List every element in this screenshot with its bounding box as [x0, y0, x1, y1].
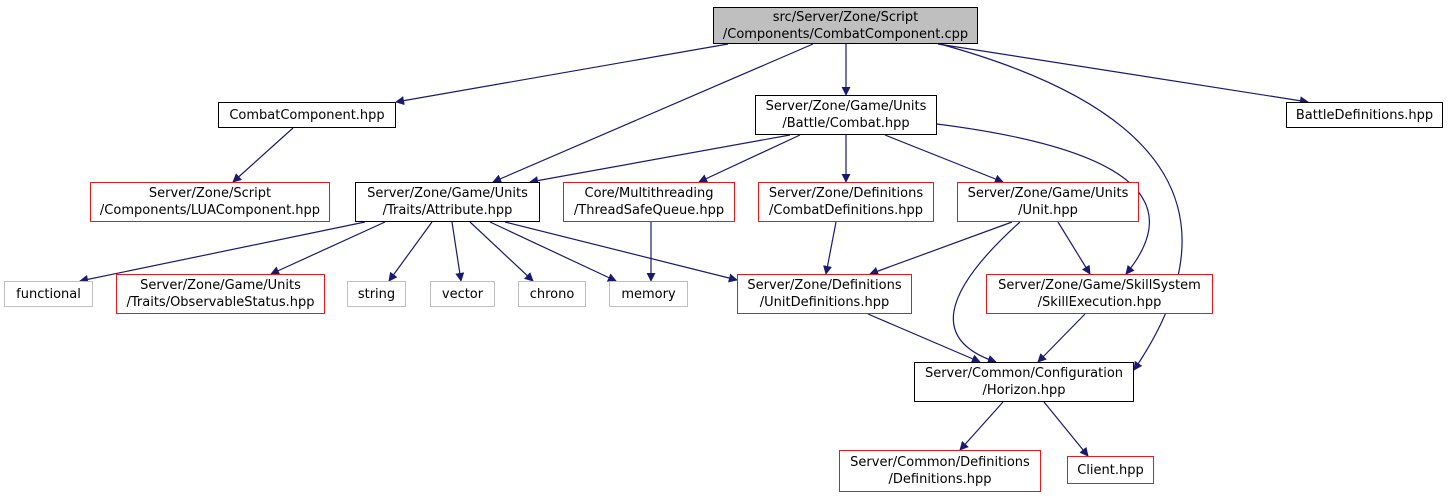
edge-n6-n14 — [469, 221, 534, 282]
edge-n6-n11 — [270, 221, 386, 275]
node-horizon-hpp[interactable]: Server/Common/Configuration /Horizon.hpp — [914, 362, 1134, 402]
node-client-hpp[interactable]: Client.hpp — [1067, 456, 1154, 484]
node-memory: memory — [609, 281, 688, 307]
edge-n3-n9 — [884, 134, 1004, 184]
node-combat-component-cpp: src/Server/Zone/Script /Components/Comba… — [713, 7, 978, 44]
edge-n6-n15 — [489, 221, 617, 282]
node-skill-execution-hpp[interactable]: Server/Zone/Game/SkillSystem /SkillExecu… — [986, 274, 1213, 314]
node-battle-definitions-hpp[interactable]: BattleDefinitions.hpp — [1286, 102, 1443, 128]
edge-n9-n18 — [952, 221, 1021, 364]
edge-n1-n6 — [492, 43, 814, 183]
edge-n6-n13 — [451, 221, 465, 282]
node-combat-hpp[interactable]: Server/Zone/Game/Units /Battle/Combat.hp… — [755, 95, 937, 135]
edge-n3-n17 — [936, 123, 1151, 275]
edge-n6-n16 — [504, 221, 738, 283]
node-definitions-hpp[interactable]: Server/Common/Definitions /Definitions.h… — [839, 450, 1041, 492]
node-thread-safe-queue-hpp[interactable]: Core/Multithreading /ThreadSafeQueue.hpp — [563, 182, 735, 222]
edge-n17-n18 — [1037, 313, 1086, 363]
node-unit-definitions-hpp[interactable]: Server/Zone/Definitions /UnitDefinitions… — [737, 274, 912, 314]
node-observable-status-hpp[interactable]: Server/Zone/Game/Units /Traits/Observabl… — [116, 274, 325, 314]
node-vector: vector — [430, 281, 495, 307]
node-string: string — [347, 281, 406, 307]
edge-n3-n7 — [698, 134, 801, 183]
node-unit-hpp[interactable]: Server/Zone/Game/Units /Unit.hpp — [957, 182, 1139, 222]
edge-n3-n6 — [529, 134, 791, 185]
edge-n1-n2 — [395, 43, 729, 106]
edge-n2-n5 — [232, 127, 294, 183]
node-functional: functional — [4, 281, 93, 307]
edge-n1-n4 — [937, 43, 1309, 106]
edge-n6-n12 — [388, 221, 433, 282]
node-lua-component-hpp[interactable]: Server/Zone/Script /Components/LUACompon… — [90, 182, 330, 222]
node-combat-component-hpp[interactable]: CombatComponent.hpp — [218, 102, 396, 128]
edge-n9-n16 — [869, 221, 1013, 276]
edge-n16-n18 — [867, 313, 981, 363]
edge-n9-n17 — [1057, 221, 1091, 275]
node-combat-definitions-hpp[interactable]: Server/Zone/Definitions /CombatDefinitio… — [758, 182, 934, 222]
node-chrono: chrono — [518, 281, 586, 307]
edge-n18-n20 — [1043, 401, 1089, 457]
edge-n8-n16 — [823, 221, 837, 275]
edge-n6-n10 — [79, 221, 366, 284]
edge-n18-n19 — [959, 401, 1004, 451]
node-attribute-hpp[interactable]: Server/Zone/Game/Units /Traits/Attribute… — [355, 182, 540, 222]
